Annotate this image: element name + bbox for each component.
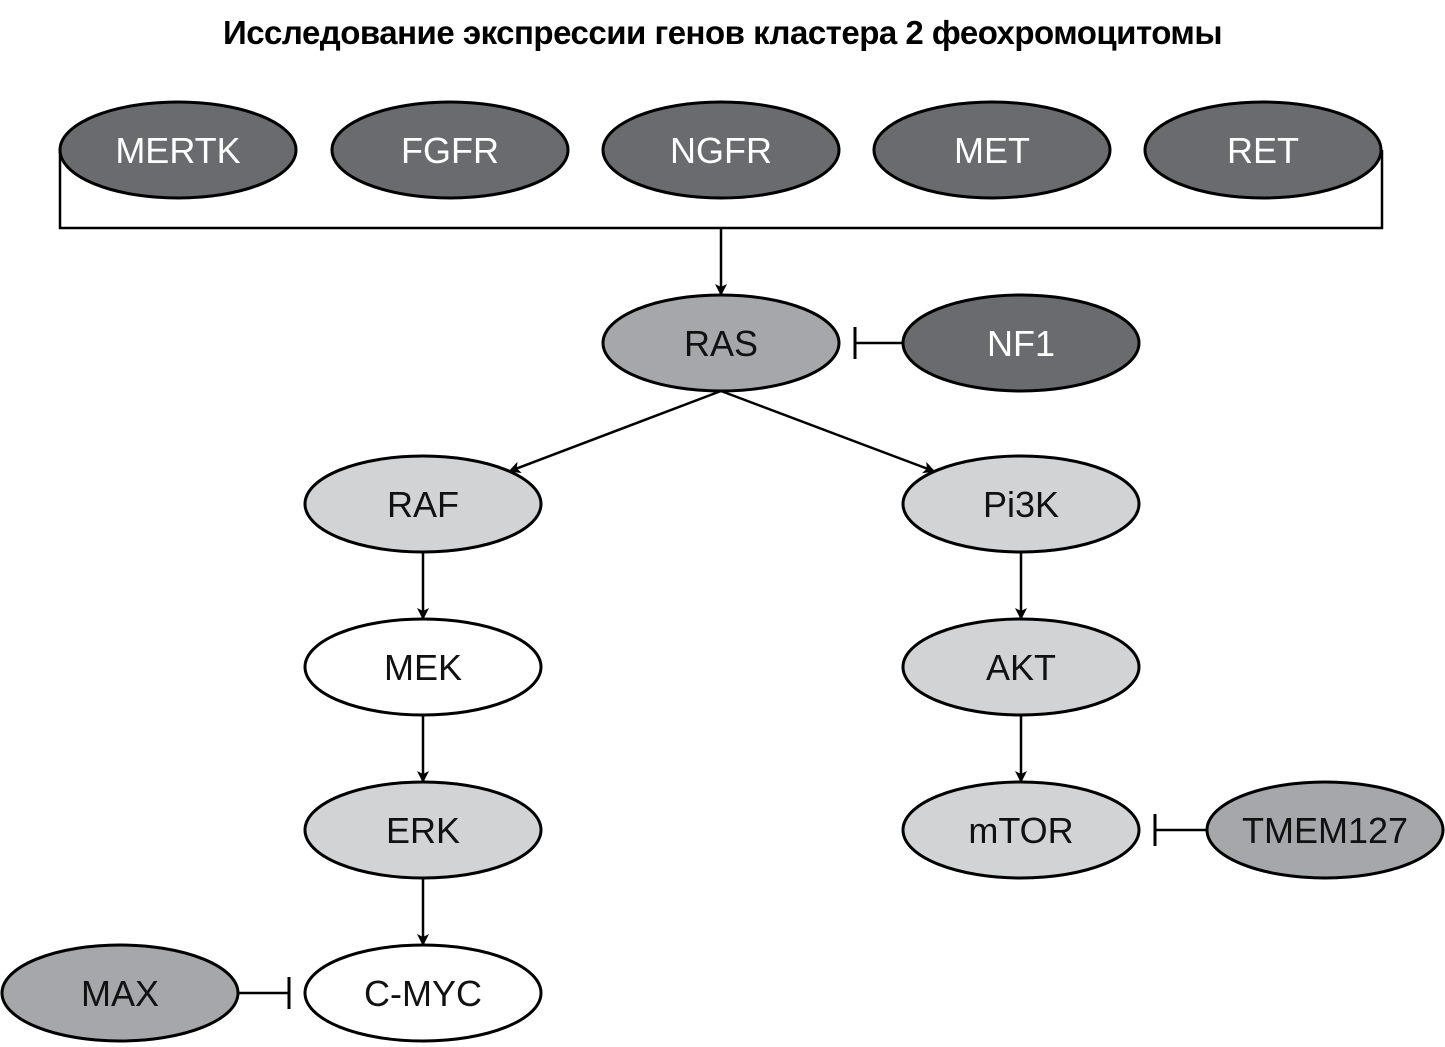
node-raf[interactable]: RAF <box>303 454 543 554</box>
node-label: ERK <box>386 810 460 851</box>
node-mertk[interactable]: MERTK <box>58 100 298 200</box>
node-ellipse <box>0 943 240 1043</box>
node-ellipse <box>303 454 543 554</box>
node-tmem127[interactable]: TMEM127 <box>1205 780 1445 880</box>
node-ellipse <box>58 100 298 200</box>
edge-max-to-c-myc <box>238 977 291 1009</box>
node-ret[interactable]: RET <box>1143 100 1383 200</box>
edge-nf1-to-ras <box>853 327 903 359</box>
node-label: AKT <box>986 647 1056 688</box>
node-ellipse <box>1205 780 1445 880</box>
node-met[interactable]: MET <box>872 100 1112 200</box>
node-ellipse <box>901 617 1141 717</box>
node-label: MEK <box>384 647 462 688</box>
node-label: MAX <box>81 973 159 1014</box>
node-label: NGFR <box>670 130 772 171</box>
node-mek[interactable]: MEK <box>303 617 543 717</box>
node-label: MERTK <box>115 130 240 171</box>
diagram-title: Исследование экспрессии генов кластера 2… <box>222 14 1223 51</box>
node-ellipse <box>303 617 543 717</box>
node-max[interactable]: MAX <box>0 943 240 1043</box>
node-label: RET <box>1227 130 1299 171</box>
edge-ras-to-raf <box>508 389 722 473</box>
node-label: TMEM127 <box>1242 810 1408 851</box>
node-ngfr[interactable]: NGFR <box>601 100 841 200</box>
node-ellipse <box>303 943 543 1043</box>
node-label: RAS <box>684 323 758 364</box>
node-akt[interactable]: AKT <box>901 617 1141 717</box>
node-label: RAF <box>387 484 459 525</box>
node-label: NF1 <box>987 323 1055 364</box>
edge-ras-to-pi3k <box>720 389 936 474</box>
activation-arrow <box>508 389 722 473</box>
node-ellipse <box>872 100 1112 200</box>
node-label: Pi3K <box>983 484 1059 525</box>
node-fgfr[interactable]: FGFR <box>330 100 570 200</box>
activation-arrow <box>720 389 936 474</box>
node-ellipse <box>601 293 841 393</box>
node-ellipse <box>901 780 1141 880</box>
node-nf1[interactable]: NF1 <box>901 293 1141 393</box>
node-label: C-MYC <box>364 973 482 1014</box>
node-ellipse <box>1143 100 1383 200</box>
node-label: mTOR <box>968 810 1073 851</box>
node-ellipse <box>330 100 570 200</box>
node-c-myc[interactable]: C-MYC <box>303 943 543 1043</box>
node-erk[interactable]: ERK <box>303 780 543 880</box>
node-ellipse <box>601 100 841 200</box>
node-label: FGFR <box>401 130 499 171</box>
node-ellipse <box>901 454 1141 554</box>
node-ras[interactable]: RAS <box>601 293 841 393</box>
node-ellipse <box>901 293 1141 393</box>
node-mtor[interactable]: mTOR <box>901 780 1141 880</box>
node-ellipse <box>303 780 543 880</box>
node-label: MET <box>954 130 1030 171</box>
edge-tmem127-to-mtor <box>1153 814 1207 846</box>
node-pi3k[interactable]: Pi3K <box>901 454 1141 554</box>
